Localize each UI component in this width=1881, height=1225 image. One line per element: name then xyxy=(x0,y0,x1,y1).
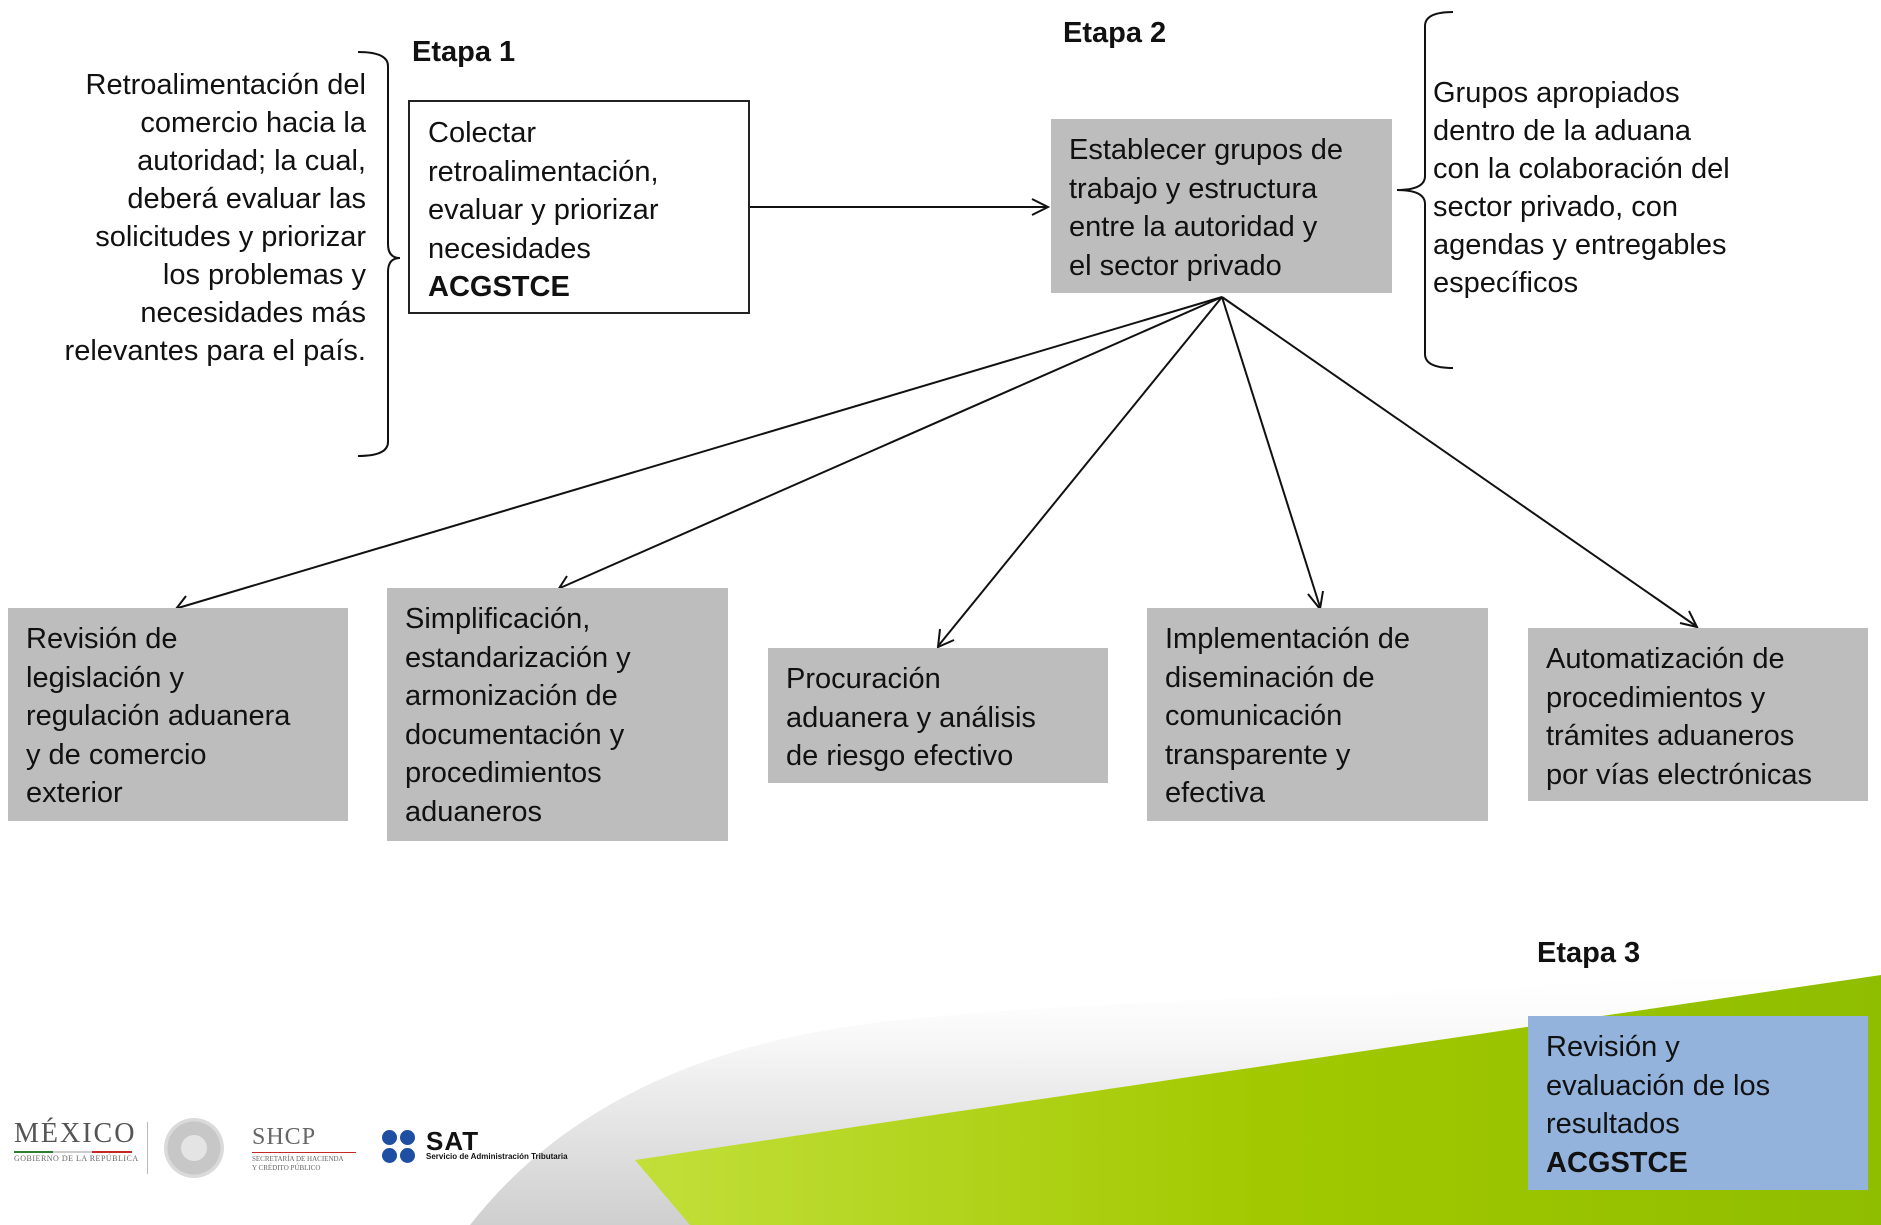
mexico-logo-subtitle: GOBIERNO DE LA REPÚBLICA xyxy=(14,1154,139,1163)
arrow-to-area-5 xyxy=(1221,296,1697,627)
review-results-box: Revisión y evaluación de los resultados … xyxy=(1528,1016,1868,1190)
feedback-note-line: autoridad; la cual, xyxy=(137,145,366,177)
work-area-risk-analysis: Procuración aduanera y análisis de riesg… xyxy=(768,648,1108,783)
groups-note-line: sector privado, con xyxy=(1433,191,1679,223)
groups-note-line: específicos xyxy=(1433,267,1579,299)
work-area-communication: Implementación de diseminación de comuni… xyxy=(1147,608,1488,821)
groups-note-line: dentro de la aduana xyxy=(1433,115,1691,147)
sat-logo-wordmark: SAT xyxy=(426,1126,480,1156)
shcp-logo-subtitle-1: SECRETARÍA DE HACIENDA xyxy=(252,1155,344,1163)
feedback-note-line: Retroalimentación del xyxy=(85,69,366,101)
feedback-note-line: los problemas y xyxy=(162,259,366,291)
arrow-to-area-2 xyxy=(559,296,1223,589)
sat-logo-subtitle: Servicio de Administración Tributaria xyxy=(426,1152,568,1161)
work-area-line: de riesgo efectivo xyxy=(786,740,1014,772)
collect-line: retroalimentación, xyxy=(428,155,659,188)
groups-note-line: Grupos apropiados xyxy=(1433,77,1680,109)
work-area-line: procedimientos y xyxy=(1546,681,1766,714)
work-area-line: diseminación de xyxy=(1165,661,1375,694)
work-area-line: armonización de xyxy=(405,680,618,712)
shcp-logo-subtitle-2: Y CRÉDITO PÚBLICO xyxy=(252,1164,321,1172)
work-area-line: efectiva xyxy=(1165,777,1265,809)
feedback-note-line: deberá evaluar las xyxy=(127,183,366,215)
groups-note-line: con la colaboración del xyxy=(1433,153,1730,185)
collect-acronym: ACGSTCE xyxy=(428,271,570,303)
stage-1-label: Etapa 1 xyxy=(412,36,516,68)
work-area-line: trámites aduaneros xyxy=(1546,720,1795,752)
sat-logo: SAT Servicio de Administración Tributari… xyxy=(382,1126,612,1172)
establish-line: entre la autoridad y xyxy=(1069,211,1318,243)
work-area-line: transparente y xyxy=(1165,738,1351,771)
establish-line: trabajo y estructura xyxy=(1069,172,1318,205)
work-area-line: aduanera y análisis xyxy=(786,701,1036,734)
arrowhead xyxy=(1031,198,1051,216)
work-area-line: documentación y xyxy=(405,718,625,751)
work-area-line: procedimientos xyxy=(405,757,602,789)
work-area-automation: Automatización de procedimientos y trámi… xyxy=(1528,628,1868,801)
work-area-line: Procuración xyxy=(786,663,941,695)
left-bracket xyxy=(357,51,401,457)
work-area-line: y de comercio xyxy=(26,738,207,771)
work-area-line: regulación aduanera xyxy=(26,700,291,732)
work-area-line: Implementación de xyxy=(1165,623,1411,655)
shcp-logo-rule xyxy=(252,1152,356,1153)
work-area-line: por vías electrónicas xyxy=(1546,758,1812,791)
establish-line: Establecer grupos de xyxy=(1069,134,1344,166)
stage-2-label: Etapa 2 xyxy=(1063,17,1167,49)
work-area-line: estandarización y xyxy=(405,641,631,674)
groups-note: Grupos apropiados dentro de la aduana co… xyxy=(1433,74,1793,302)
feedback-note: Retroalimentación del comercio hacia la … xyxy=(20,66,366,370)
review-acronym: ACGSTCE xyxy=(1546,1146,1688,1179)
collect-line: evaluar y priorizar xyxy=(428,194,659,226)
groups-note-line: agendas y entregables xyxy=(1433,229,1727,261)
stage-3-label: Etapa 3 xyxy=(1537,937,1641,969)
shcp-logo-wordmark: SHCP xyxy=(252,1124,317,1150)
feedback-note-line: solicitudes y priorizar xyxy=(95,221,366,253)
work-area-simplification: Simplificación, estandarización y armoni… xyxy=(387,588,728,841)
establish-line: el sector privado xyxy=(1069,249,1282,282)
mexico-logo-wordmark: MÉXICO xyxy=(14,1118,137,1149)
shcp-logo: SHCP SECRETARÍA DE HACIENDA Y CRÉDITO PÚ… xyxy=(252,1124,372,1173)
feedback-note-line: comercio hacia la xyxy=(140,107,366,139)
review-line: evaluación de los xyxy=(1546,1069,1771,1102)
right-bracket xyxy=(1396,11,1454,369)
collect-feedback-box: Colectar retroalimentación, evaluar y pr… xyxy=(408,100,750,314)
collect-line: Colectar xyxy=(428,117,536,149)
work-area-legislation: Revisión de legislación y regulación adu… xyxy=(8,608,348,821)
arrow-to-area-3 xyxy=(938,296,1223,646)
work-area-line: Automatización de xyxy=(1546,643,1785,675)
work-area-line: legislación y xyxy=(26,661,184,694)
work-area-line: comunicación xyxy=(1165,700,1343,732)
arrow-to-area-1 xyxy=(177,296,1223,609)
review-line: Revisión y xyxy=(1546,1031,1680,1063)
logo-divider xyxy=(147,1122,148,1174)
feedback-note-line: relevantes para el país. xyxy=(64,335,366,367)
establish-groups-box: Establecer grupos de trabajo y estructur… xyxy=(1051,119,1392,293)
work-area-line: Revisión de xyxy=(26,623,178,655)
arrow-to-area-4 xyxy=(1221,296,1321,608)
feedback-note-line: necesidades más xyxy=(140,297,366,329)
work-area-line: aduaneros xyxy=(405,795,543,828)
mexico-government-logo: MÉXICO GOBIERNO DE LA REPÚBLICA xyxy=(14,1118,144,1163)
work-area-line: Simplificación, xyxy=(405,603,591,635)
mexico-logo-stripe xyxy=(14,1151,132,1153)
review-line: resultados xyxy=(1546,1108,1680,1140)
national-seal-icon xyxy=(164,1118,224,1178)
collect-line: necesidades xyxy=(428,232,591,265)
work-area-line: exterior xyxy=(26,777,123,809)
